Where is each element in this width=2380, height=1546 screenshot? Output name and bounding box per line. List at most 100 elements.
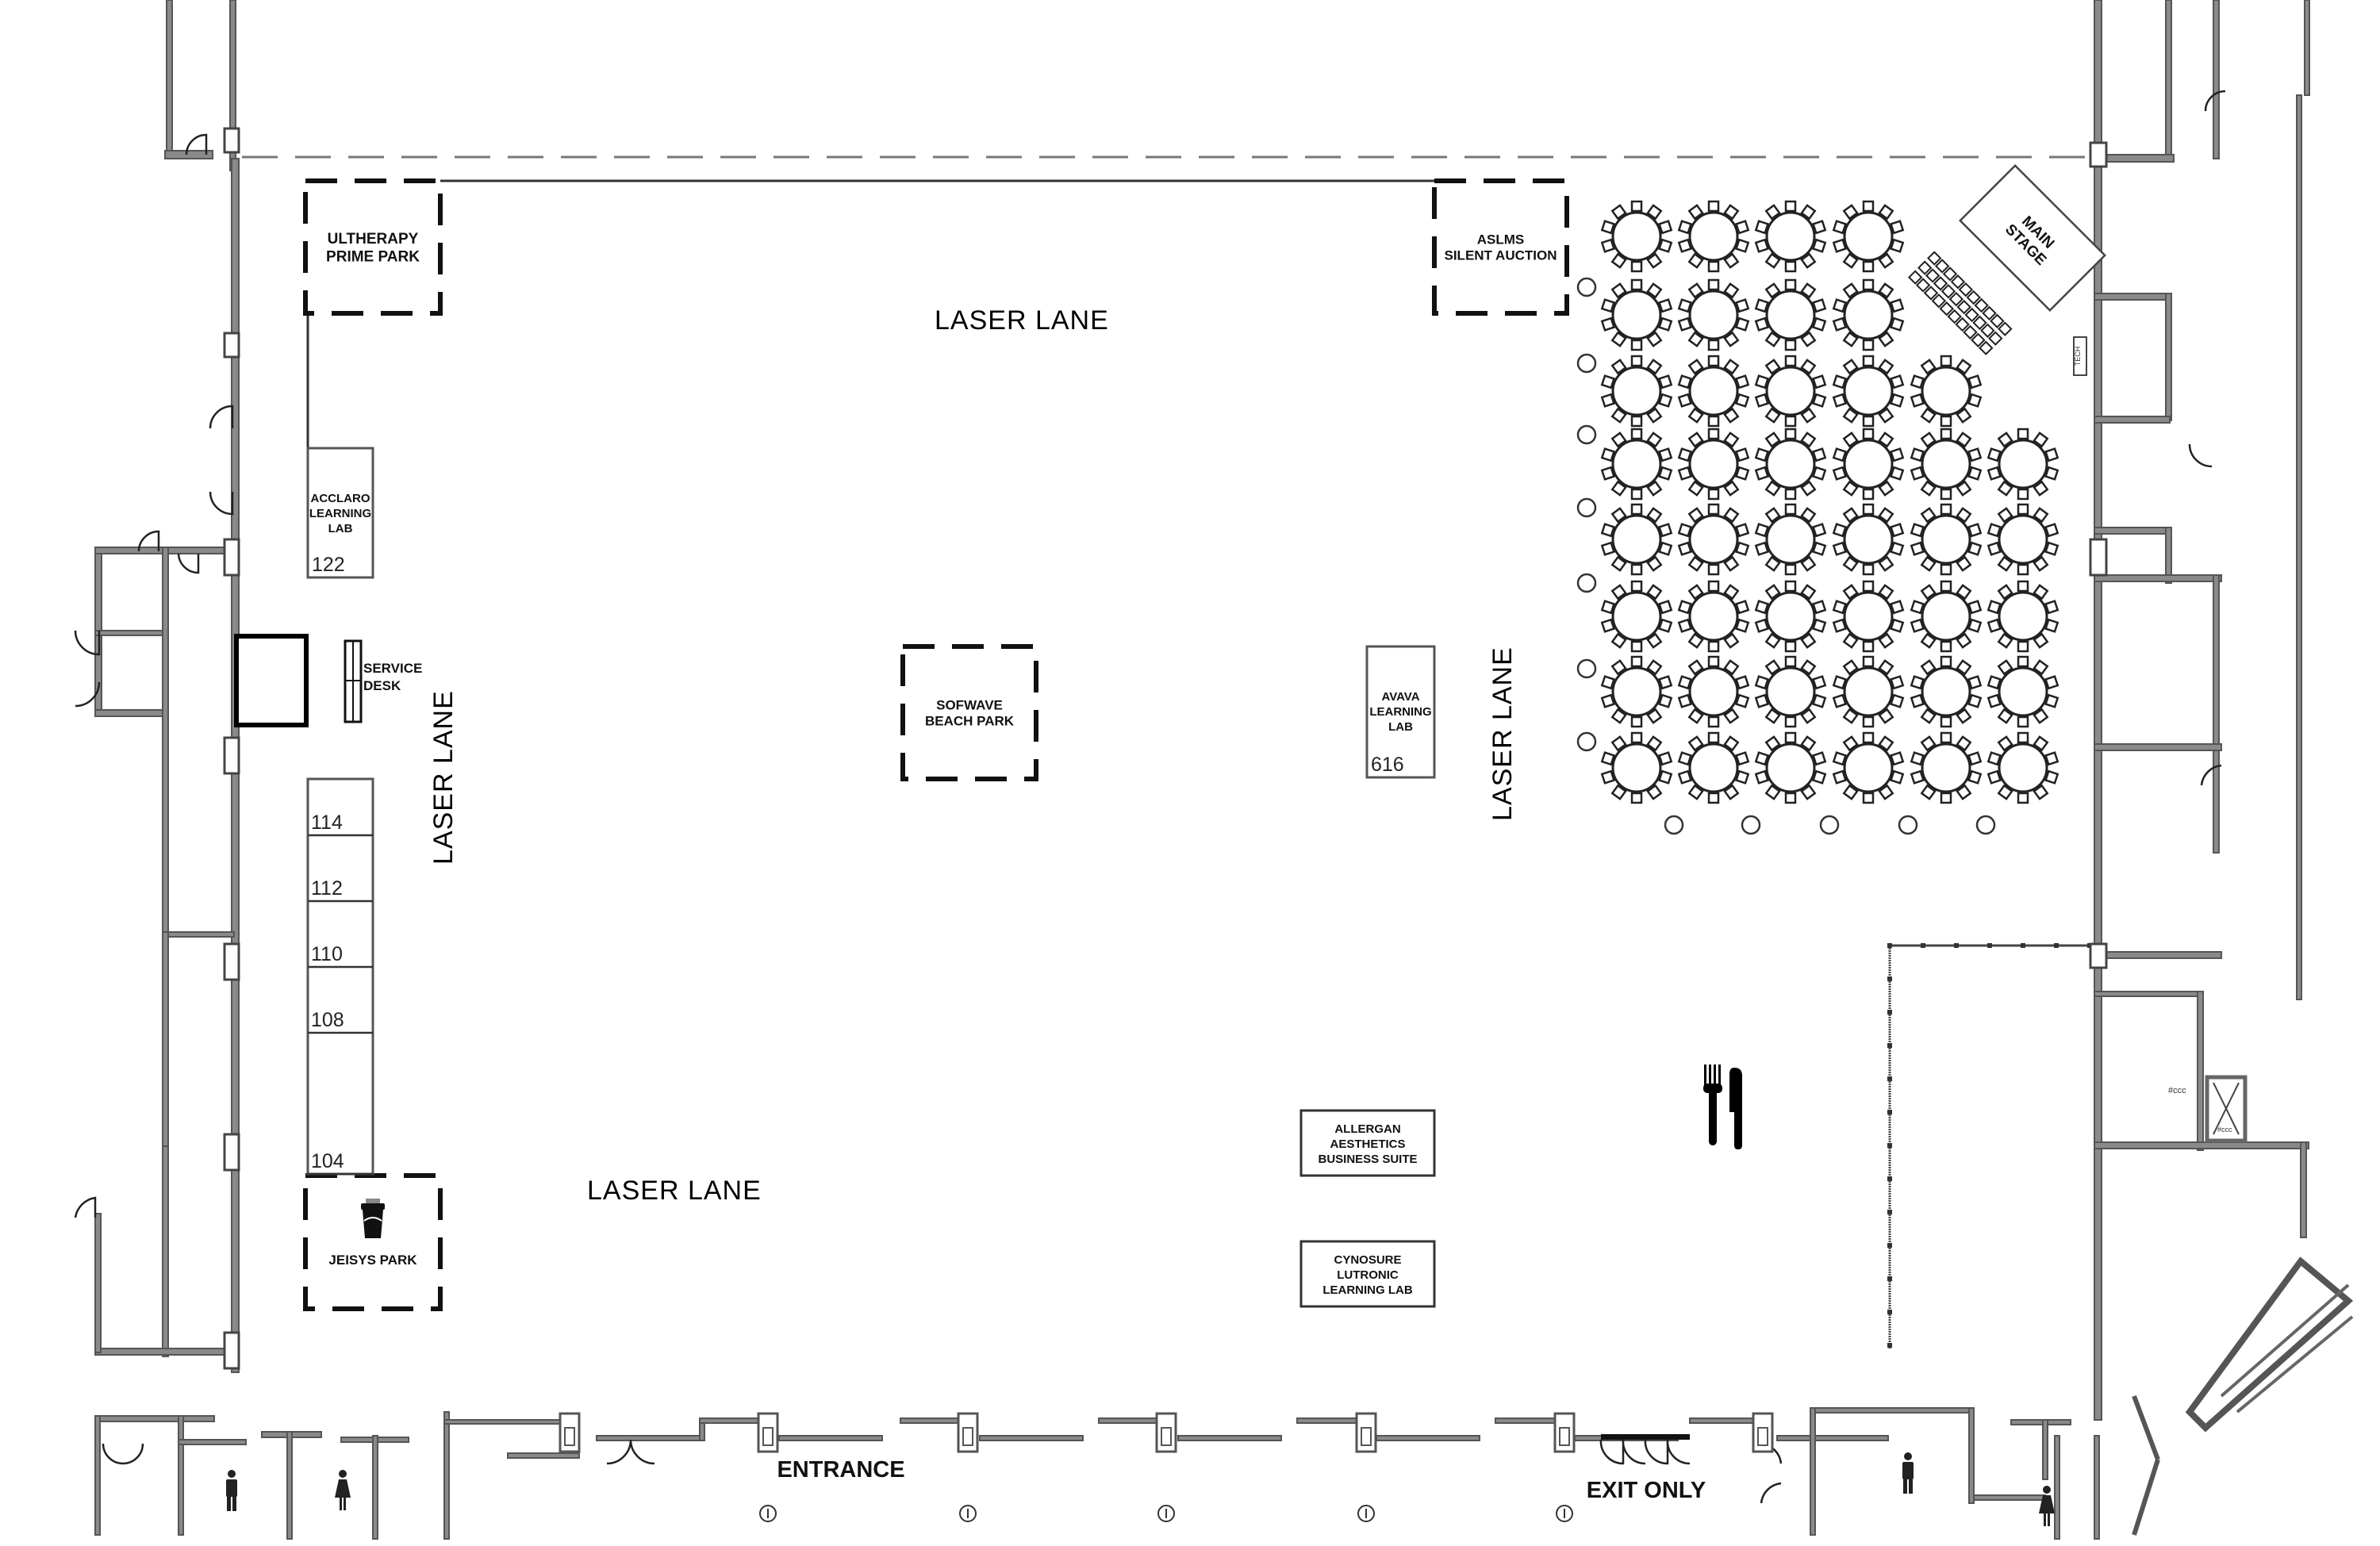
lab-label: AVAVA [1381, 690, 1419, 704]
banquet-table[interactable] [1832, 355, 1905, 428]
banquet-table[interactable] [1832, 655, 1905, 728]
banquet-table[interactable] [1754, 655, 1827, 728]
banquet-table[interactable] [1600, 731, 1673, 804]
booth-114[interactable]: 114 [308, 811, 373, 837]
entrance-label: ENTRANCE [777, 1457, 904, 1483]
banquet-table[interactable] [1600, 503, 1673, 576]
booth-number: 110 [311, 943, 343, 965]
lab-label: ACCLARO [311, 492, 370, 505]
women-icon [335, 1470, 351, 1510]
banquet-table[interactable] [1910, 503, 1983, 576]
banquet-table[interactable] [1987, 655, 2059, 728]
banquet-table[interactable] [1832, 503, 1905, 576]
banquet-table[interactable] [1677, 503, 1750, 576]
theater-chair-rows [1907, 251, 2013, 355]
booth-number: 112 [311, 877, 343, 900]
svg-text:#ccc: #ccc [2168, 1086, 2186, 1095]
cocktail-table[interactable] [1576, 497, 1597, 518]
banquet-table[interactable] [1910, 355, 1983, 428]
cocktail-tables [1576, 277, 1996, 835]
banquet-table[interactable] [1910, 580, 1983, 653]
lab-label: LAB [1388, 720, 1413, 734]
lane-label-left: LASER LANE [428, 690, 459, 865]
banquet-table[interactable] [1832, 428, 1905, 501]
svg-text:TECH: TECH [2074, 347, 2082, 366]
banquet-table[interactable] [1832, 200, 1905, 273]
banquet-table[interactable] [1754, 503, 1827, 576]
cocktail-table[interactable] [1576, 353, 1597, 374]
banquet-table[interactable] [1600, 278, 1673, 351]
banquet-table[interactable] [1677, 278, 1750, 351]
park-jeisys[interactable]: JEISYS PARK [303, 1173, 443, 1311]
banquet-table[interactable] [1910, 731, 1983, 804]
banquet-table[interactable] [1677, 428, 1750, 501]
banquet-table[interactable] [1987, 428, 2059, 501]
banquet-table[interactable] [1600, 655, 1673, 728]
park-label: SOFWAVE [936, 697, 1003, 712]
banquet-table[interactable] [1754, 278, 1827, 351]
fork-knife-icon [1703, 1065, 1742, 1149]
banquet-table[interactable] [1832, 580, 1905, 653]
suite-label: LUTRONIC [1337, 1268, 1399, 1282]
banquet-seating [1600, 200, 2059, 804]
booth-112[interactable]: 112 [308, 877, 373, 903]
banquet-table[interactable] [1600, 200, 1673, 273]
wall-columns [223, 127, 2108, 1370]
banquet-table[interactable] [1987, 731, 2059, 804]
booth-number: 114 [311, 811, 343, 834]
exit-label: EXIT ONLY [1587, 1478, 1706, 1503]
banquet-table[interactable] [1832, 278, 1905, 351]
banquet-table[interactable] [1677, 200, 1750, 273]
banquet-table[interactable] [1832, 731, 1905, 804]
men-icon [1902, 1452, 1914, 1494]
booth-strip [306, 777, 374, 1176]
cocktail-table[interactable] [1898, 815, 1918, 835]
banquet-table[interactable] [1987, 503, 2059, 576]
booth-104[interactable]: 104 [308, 1150, 373, 1176]
banquet-table[interactable] [1754, 731, 1827, 804]
banquet-table[interactable] [1754, 428, 1827, 501]
banquet-table[interactable] [1910, 428, 1983, 501]
grid-markers [759, 1505, 1573, 1522]
banquet-table[interactable] [1677, 580, 1750, 653]
banquet-table[interactable] [1677, 731, 1750, 804]
park-label: ASLMS [1477, 232, 1525, 247]
cocktail-table[interactable] [1741, 815, 1761, 835]
cocktail-table[interactable] [1576, 573, 1597, 593]
cocktail-table[interactable] [1576, 731, 1597, 752]
cocktail-table[interactable] [1576, 424, 1597, 445]
banquet-table[interactable] [1987, 580, 2059, 653]
cocktail-table[interactable] [1576, 658, 1597, 679]
park-label: PRIME PARK [326, 249, 420, 266]
banquet-table[interactable] [1754, 580, 1827, 653]
banquet-table[interactable] [1754, 200, 1827, 273]
booth-110[interactable]: 110 [308, 943, 373, 969]
park-label: JEISYS PARK [328, 1253, 417, 1268]
lane-label-top: LASER LANE [935, 305, 1109, 336]
banquet-table[interactable] [1600, 355, 1673, 428]
cocktail-table[interactable] [1819, 815, 1840, 835]
cocktail-table[interactable] [1975, 815, 1996, 835]
suite-label: ALLERGAN [1334, 1122, 1400, 1136]
banquet-table[interactable] [1677, 655, 1750, 728]
lab-label: LAB [328, 522, 353, 535]
banquet-table[interactable] [1910, 655, 1983, 728]
booth-number: 616 [1371, 754, 1404, 776]
banquet-table[interactable] [1754, 355, 1827, 428]
banquet-table[interactable] [1677, 355, 1750, 428]
cocktail-table[interactable] [1664, 815, 1684, 835]
banquet-table[interactable] [1600, 428, 1673, 501]
cocktail-table[interactable] [1576, 277, 1597, 297]
banquet-table[interactable] [1600, 580, 1673, 653]
lab-label: LEARNING [309, 507, 371, 520]
booth-108[interactable]: 108 [308, 1009, 373, 1034]
